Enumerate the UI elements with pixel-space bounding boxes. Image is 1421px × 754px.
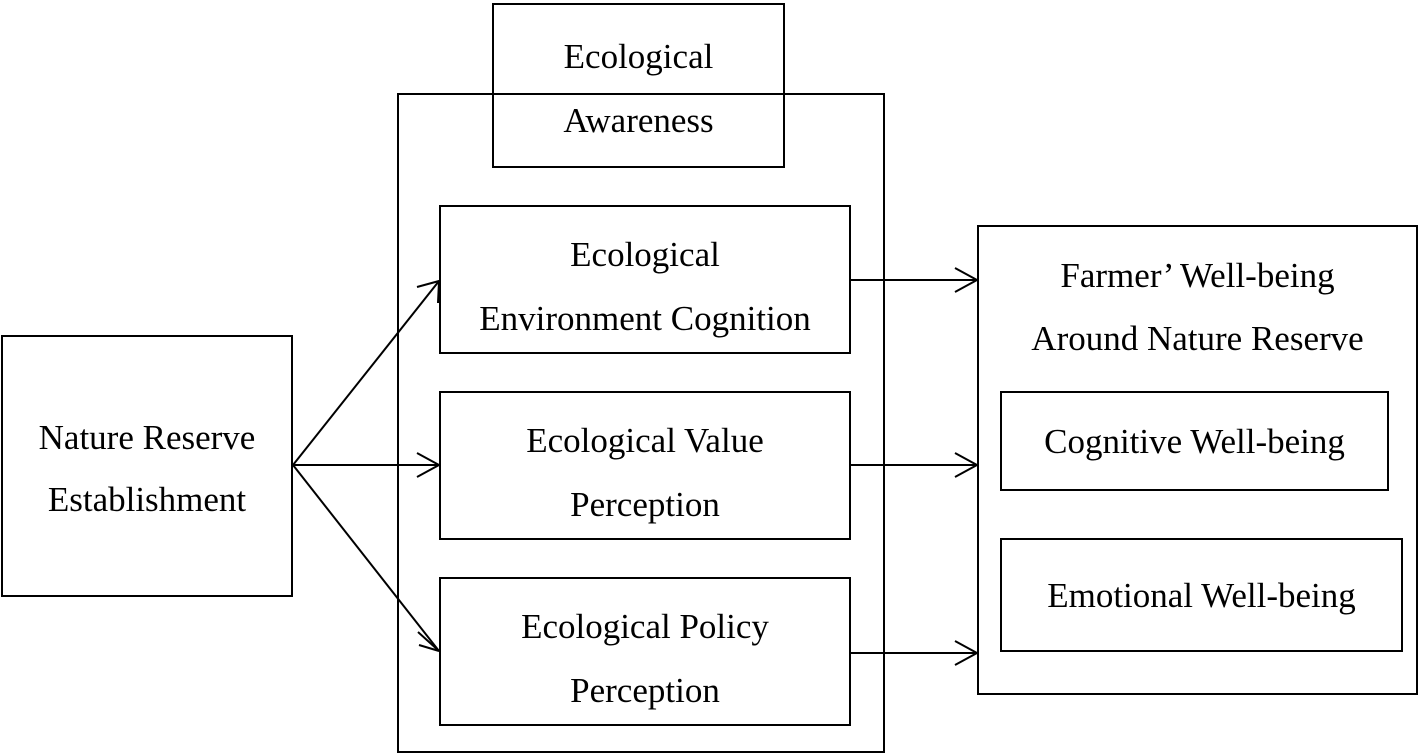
- cognitive-wellbeing-box: Cognitive Well-being: [1000, 391, 1389, 491]
- awareness-title-line2: Awareness: [563, 101, 714, 140]
- ecological-value-perception-box: Ecological Value Perception: [439, 391, 851, 540]
- value-perception-line2: Perception: [570, 485, 720, 524]
- wellbeing-title-line2: Around Nature Reserve: [1031, 319, 1364, 358]
- source-node-line2: Establishment: [47, 480, 247, 519]
- arrowhead-policy-to-wellbeing: [954, 640, 980, 666]
- source-node-line1: Nature Reserve: [38, 418, 256, 457]
- emotional-wellbeing-box: Emotional Well-being: [1000, 538, 1403, 652]
- arrowhead-cognition-to-wellbeing: [954, 267, 980, 293]
- value-perception-line1: Ecological Value: [526, 421, 764, 460]
- cognitive-wellbeing-label: Cognitive Well-being: [1044, 422, 1345, 461]
- nature-reserve-establishment-box: Nature Reserve Establishment: [1, 335, 293, 597]
- awareness-title-line1: Ecological: [563, 37, 714, 76]
- emotional-wellbeing-label: Emotional Well-being: [1047, 576, 1356, 615]
- policy-perception-line2: Perception: [570, 671, 720, 710]
- policy-perception-line1: Ecological Policy: [521, 607, 769, 646]
- arrowhead-value-to-wellbeing: [954, 452, 980, 478]
- environment-cognition-line2: Environment Cognition: [479, 299, 811, 338]
- ecological-environment-cognition-box: Ecological Environment Cognition: [439, 205, 851, 354]
- wellbeing-title-line1: Farmer’ Well-being: [1060, 256, 1335, 295]
- ecological-awareness-group: [397, 93, 885, 753]
- farmer-wellbeing-group: Farmer’ Well-being Around Nature Reserve: [977, 225, 1418, 695]
- ecological-policy-perception-box: Ecological Policy Perception: [439, 577, 851, 726]
- environment-cognition-line1: Ecological: [570, 235, 720, 274]
- ecological-awareness-title-box: Ecological Awareness: [492, 3, 785, 168]
